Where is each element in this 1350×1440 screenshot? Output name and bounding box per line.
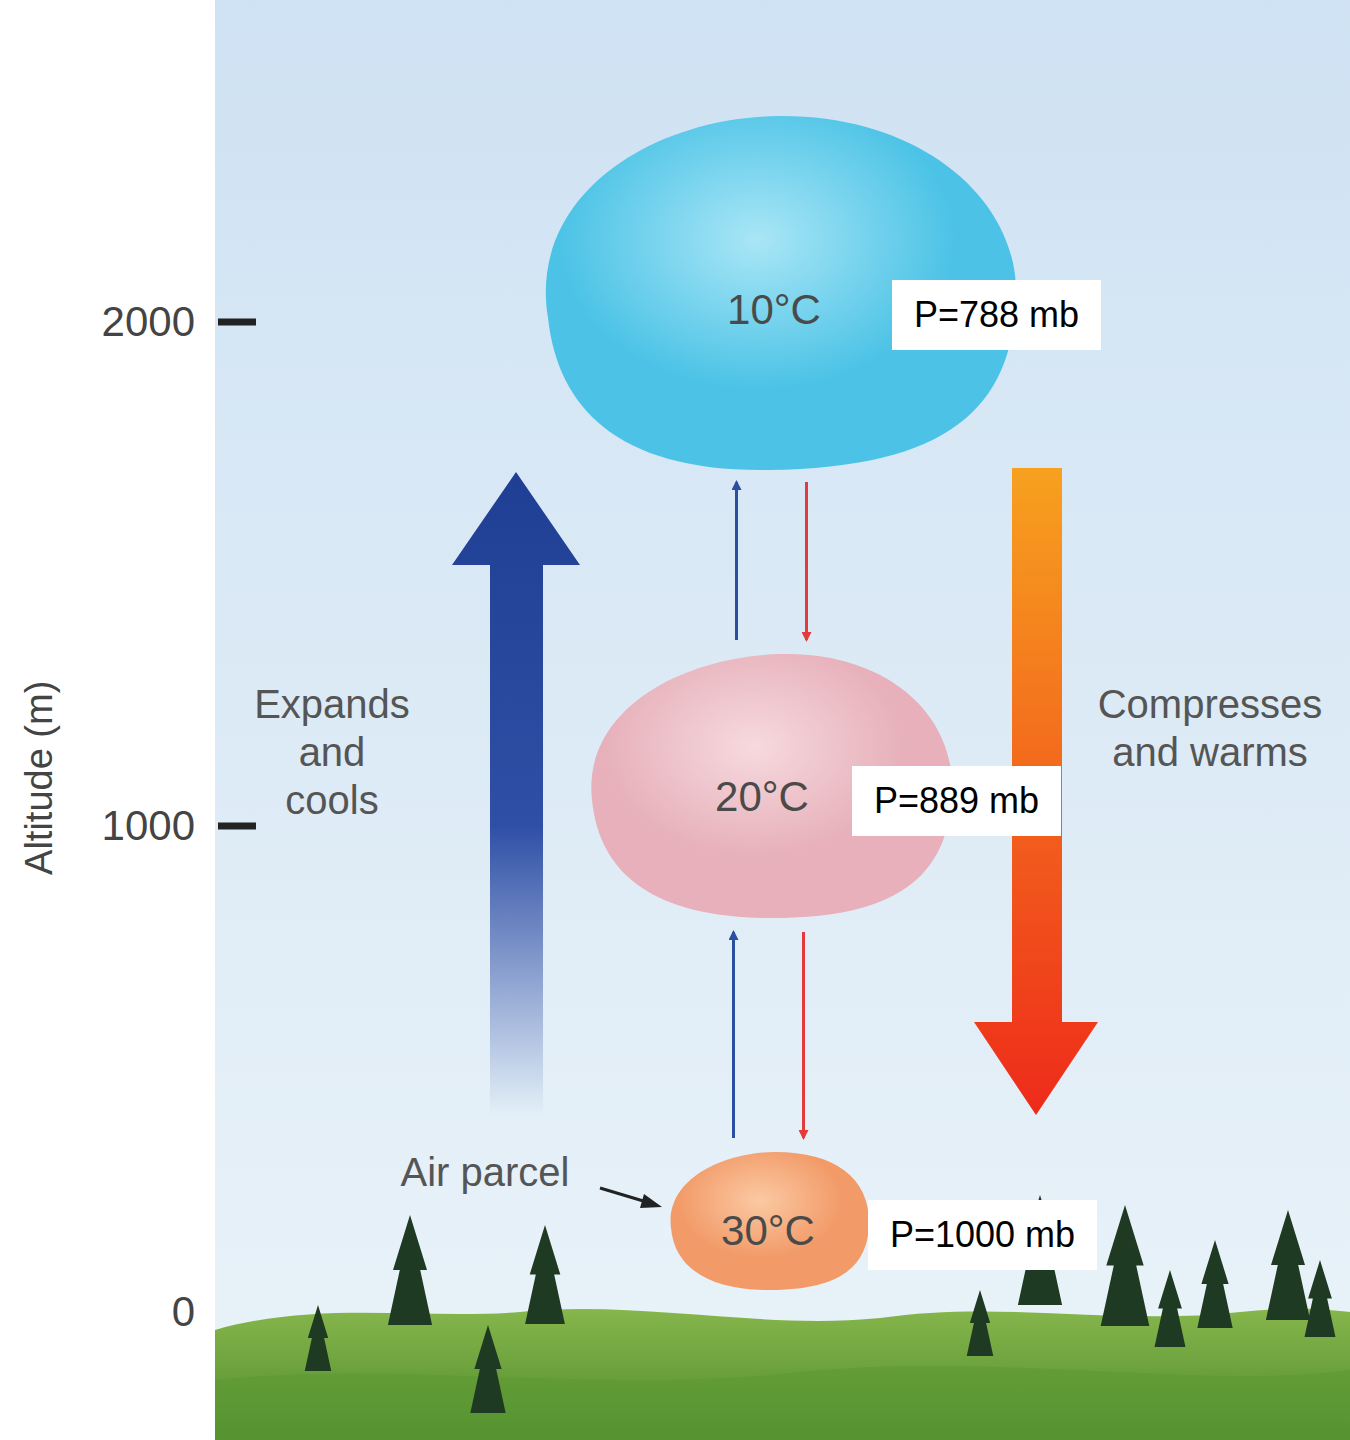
pressure-label: P=889 mb [852,766,1061,836]
temperature-text: 20°C [715,773,809,821]
tree [1266,1210,1310,1320]
tree [470,1325,505,1413]
rising-arrow [732,932,735,1138]
sinking-arrow [802,932,805,1138]
rising-arrow [735,482,738,640]
axis-value: 0 [40,1287,195,1337]
parcel-label: Air parcel [380,1148,590,1196]
rise-arrow [452,472,580,1115]
axis-tick [218,319,256,326]
axis-value: 1000 [40,801,195,851]
tree [1101,1205,1150,1326]
tree [1155,1270,1186,1347]
pressure-text: P=788 mb [914,294,1079,335]
tree [967,1290,994,1356]
axis-value: 2000 [40,297,195,347]
pressure-text: P=1000 mb [890,1214,1075,1255]
tree [305,1305,332,1371]
pressure-text: P=889 mb [874,780,1039,821]
tree [388,1215,432,1325]
axis-title: Altitude (m) [17,628,63,928]
temperature-text: 30°C [721,1207,815,1255]
sinking-arrow [805,482,808,640]
pressure-label: P=1000 mb [868,1200,1097,1270]
leader-arrowhead [640,1194,662,1208]
ground-hills [215,1366,1350,1440]
tree [525,1225,565,1324]
process-label: Expands and cools [248,680,416,824]
tree [1305,1260,1336,1337]
sky [215,0,1350,1440]
temperature-text: 10°C [727,286,821,334]
axis-tick [218,823,256,830]
tree [1197,1240,1232,1328]
pressure-label: P=788 mb [892,280,1101,350]
air-parcel: 30°C [665,1148,871,1294]
process-label: Compresses and warms [1090,680,1330,776]
